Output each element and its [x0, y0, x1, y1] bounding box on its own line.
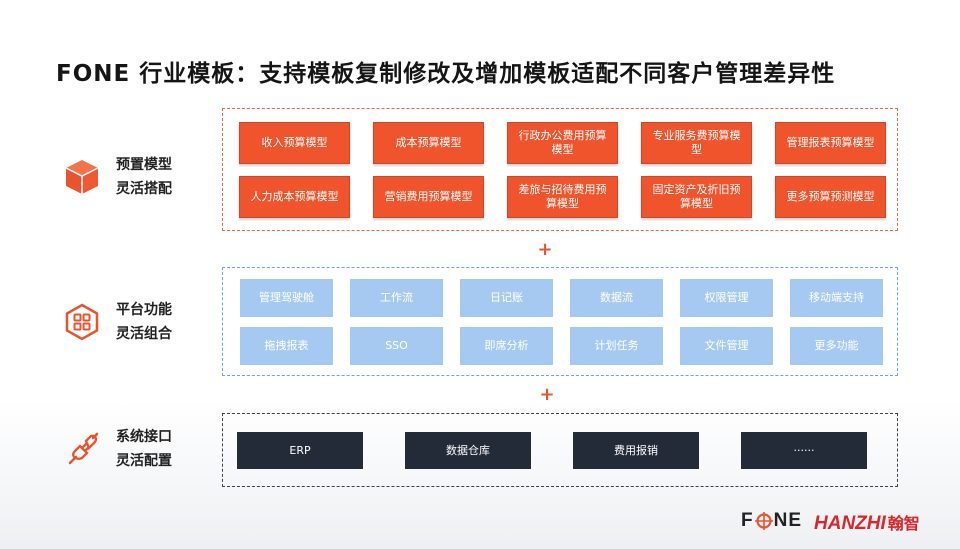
system-interfaces-frame — [222, 413, 898, 487]
platform-functions-frame — [222, 267, 898, 376]
feature-chip: 文件管理 — [680, 327, 773, 365]
feature-chip: 数据流 — [570, 279, 663, 317]
row-label-line2: 灵活搭配 — [116, 181, 172, 197]
model-chip: 更多预算预测模型 — [775, 176, 886, 218]
fone-logo-f: F — [741, 510, 754, 531]
interface-chip: 费用报销 — [573, 432, 699, 469]
plus-sign: + — [539, 384, 555, 405]
row-label-line2: 灵活组合 — [116, 326, 172, 342]
row-label-text: 预置模型 灵活搭配 — [116, 153, 172, 201]
model-chip: 营销费用预算模型 — [373, 176, 484, 218]
feature-chip: 工作流 — [350, 279, 443, 317]
row-label-text: 平台功能 灵活组合 — [116, 298, 172, 346]
feature-chip: SSO — [350, 327, 443, 365]
feature-chip: 权限管理 — [680, 279, 773, 317]
feature-chip: 即席分析 — [460, 327, 553, 365]
hanzhi-logo-latin: HANZHI — [814, 513, 886, 534]
plus-sign: + — [537, 239, 553, 260]
row-label-line1: 平台功能 — [116, 302, 172, 318]
row-label-line2: 灵活配置 — [116, 453, 172, 469]
fone-logo-ne: NE — [773, 510, 803, 531]
preset-models-frame — [222, 108, 898, 231]
crosshair-icon — [754, 512, 773, 530]
preset-models-grid: 收入预算模型 成本预算模型 行政办公费用预算模型 专业服务费预算模型 管理报表预… — [239, 122, 886, 218]
row-label-text: 系统接口 灵活配置 — [116, 425, 172, 473]
system-interfaces-grid: ERP 数据仓库 费用报销 ······ — [237, 432, 867, 469]
row-label-line1: 预置模型 — [116, 157, 172, 173]
feature-chip: 移动端支持 — [790, 279, 883, 317]
model-chip: 人力成本预算模型 — [239, 176, 350, 218]
fone-logo: F NE — [741, 510, 802, 532]
model-chip: 专业服务费预算模型 — [641, 122, 752, 164]
platform-functions-grid: 管理驾驶舱 工作流 日记账 数据流 权限管理 移动端支持 拖拽报表 SSO 即席… — [240, 279, 883, 365]
feature-chip: 日记账 — [460, 279, 553, 317]
model-chip: 管理报表预算模型 — [775, 122, 886, 164]
model-chip: 收入预算模型 — [239, 122, 350, 164]
row-label-line1: 系统接口 — [116, 429, 172, 445]
feature-chip: 更多功能 — [790, 327, 883, 365]
model-chip: 差旅与招待费用预算模型 — [507, 176, 618, 218]
feature-chip: 管理驾驶舱 — [240, 279, 333, 317]
page-title: FONE 行业模板：支持模板复制修改及增加模板适配不同客户管理差异性 — [56, 61, 836, 87]
interface-chip: ······ — [741, 432, 867, 469]
model-chip: 成本预算模型 — [373, 122, 484, 164]
row-label-system-interfaces: 系统接口 灵活配置 — [62, 419, 232, 479]
plug-icon — [68, 432, 99, 465]
interface-chip: ERP — [237, 432, 363, 469]
interface-chip: 数据仓库 — [405, 432, 531, 469]
feature-chip: 拖拽报表 — [240, 327, 333, 365]
model-chip: 行政办公费用预算模型 — [507, 122, 618, 164]
row-label-platform-functions: 平台功能 灵活组合 — [62, 292, 232, 352]
hanzhi-logo-cn: 翰智 — [887, 516, 920, 533]
grid-apps-icon — [65, 303, 99, 341]
model-chip: 固定资产及折旧预算模型 — [641, 176, 752, 218]
row-label-preset-models: 预置模型 灵活搭配 — [62, 147, 232, 207]
feature-chip: 计划任务 — [570, 327, 663, 365]
cube-icon — [65, 160, 99, 194]
